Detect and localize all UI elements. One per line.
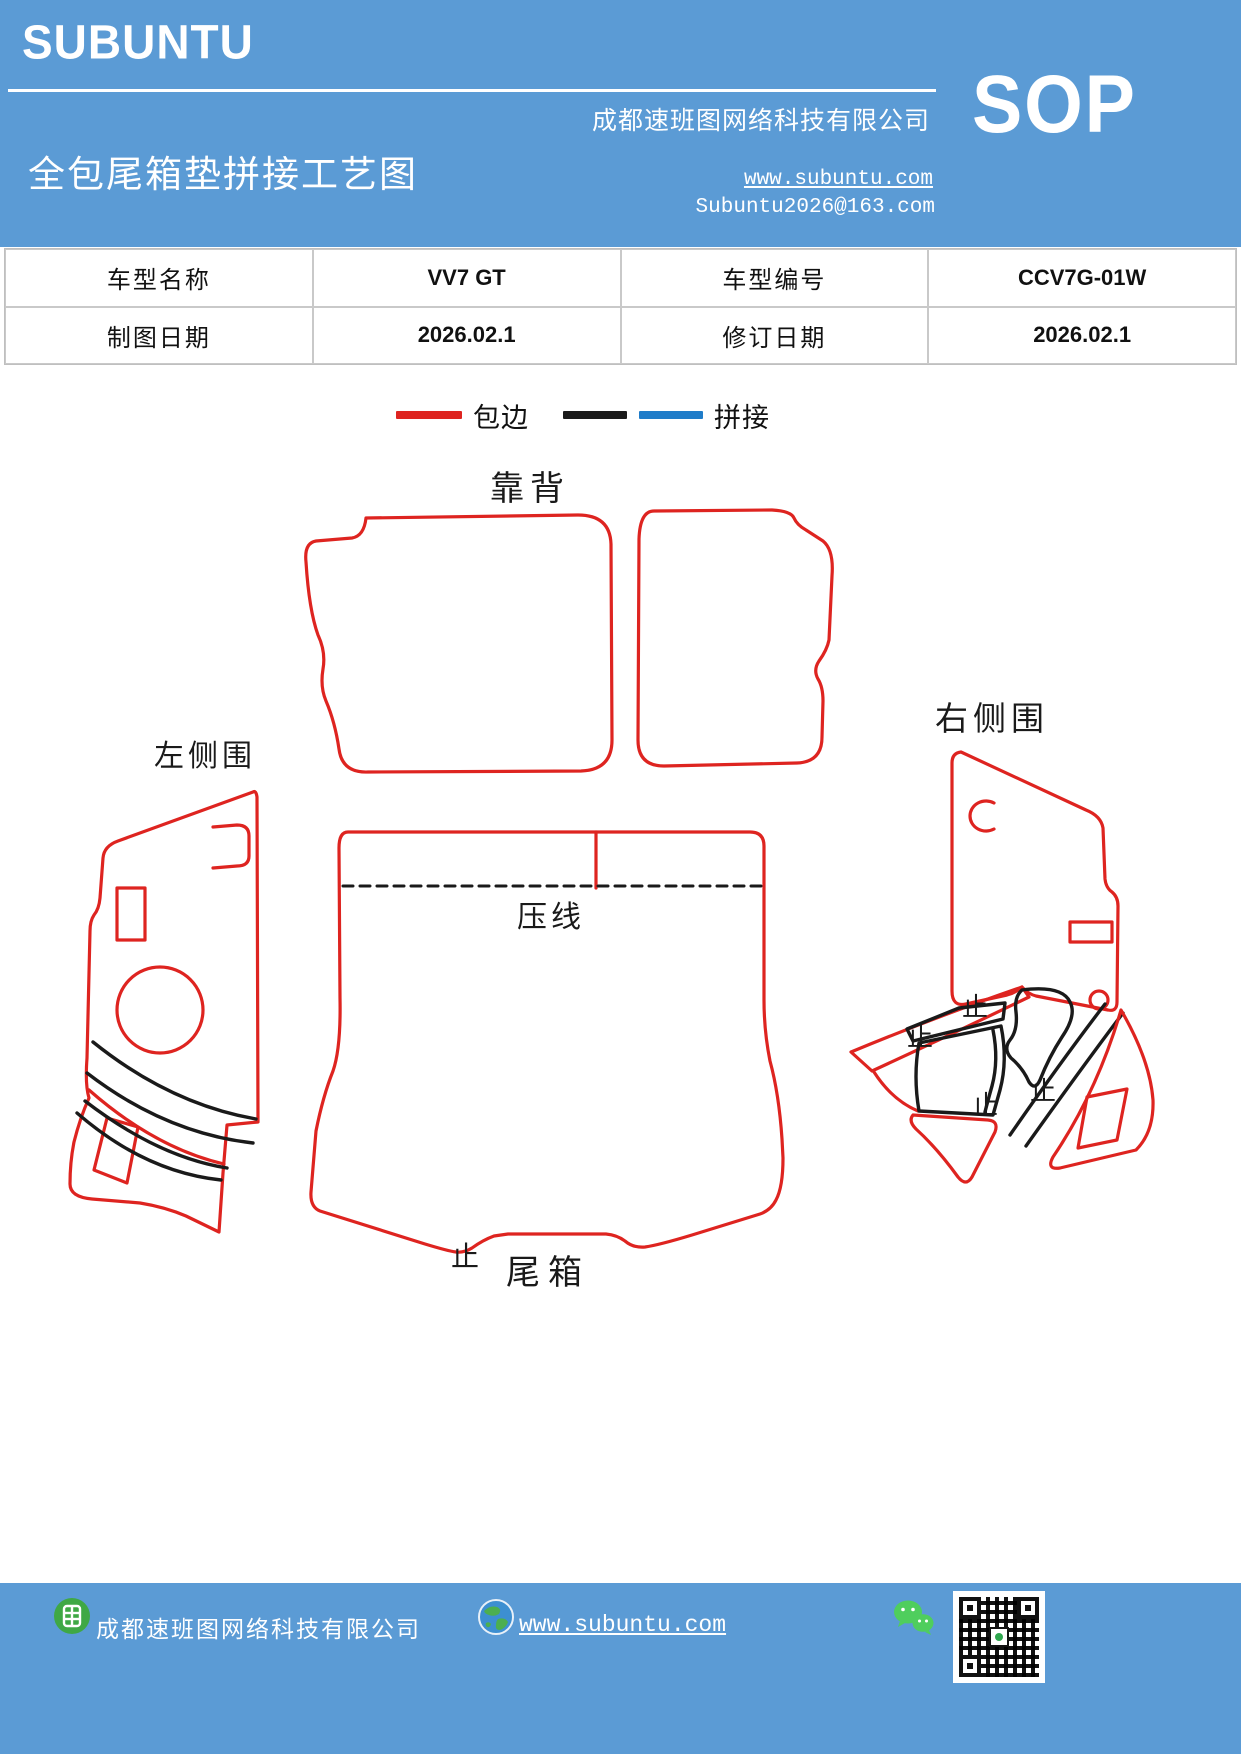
company-name: 成都速班图网络科技有限公司 — [591, 108, 930, 135]
header: SUBUNTU 全包尾箱垫拼接工艺图 成都速班图网络科技有限公司 SOP www… — [0, 0, 1241, 247]
splice-black-swatch — [563, 411, 627, 419]
right-splice-comma — [1005, 987, 1074, 1088]
stitching-diagram: 靠背 左侧围 压线 右侧围 — [68, 470, 1155, 1292]
edge-legend-label: 包边 — [473, 402, 529, 433]
left-side-panel-outline — [68, 789, 260, 1234]
draw-date-value: 2026.02.1 — [312, 306, 621, 364]
qr-center-logo — [989, 1627, 1009, 1647]
right-splice-quad-lower — [914, 1024, 1006, 1117]
qr-pattern — [959, 1597, 1039, 1677]
backrest-label: 靠背 — [490, 470, 570, 508]
right-bottom-wedge — [1049, 1008, 1155, 1170]
qr-code — [953, 1591, 1045, 1683]
right-underband-red — [872, 1070, 920, 1113]
qr-finder-top-right — [1017, 1597, 1039, 1619]
qr-finder-bottom-left — [959, 1655, 981, 1677]
model-code-label: 车型编号 — [620, 249, 929, 307]
draw-date-label: 制图日期 — [5, 306, 313, 364]
right-side-rect-hole — [1068, 920, 1114, 944]
revision-date-value: 2026.02.1 — [928, 306, 1236, 364]
left-side-label: 左侧围 — [154, 740, 256, 773]
right-bottom-wedge-hole — [1076, 1087, 1129, 1150]
qr-finder-top-left — [959, 1597, 981, 1619]
stop-mark: 止 — [451, 1241, 479, 1272]
website-link[interactable]: www.subuntu.com — [743, 168, 933, 191]
brand-logo: SUBUNTU — [22, 15, 254, 70]
trunk-outline — [309, 830, 785, 1254]
model-name-label: 车型名称 — [5, 249, 313, 307]
trunk-label: 尾箱 — [506, 1254, 590, 1292]
left-side-circle-hole — [115, 965, 205, 1055]
left-side-c-notch — [211, 823, 251, 870]
press-line-label: 压线 — [517, 901, 585, 934]
splice-blue-swatch — [639, 411, 703, 419]
right-splice-quad-upper — [905, 1001, 1007, 1043]
right-side-circle-hole — [1088, 989, 1110, 1011]
sop-label: SOP — [972, 59, 1137, 150]
stop-mark: 止 — [1030, 1076, 1056, 1106]
stop-mark: 止 — [907, 1022, 933, 1052]
right-long-band-line-2 — [1024, 1011, 1125, 1148]
footer-website-link[interactable]: www.subuntu.com — [519, 1612, 727, 1638]
globe-icon — [478, 1599, 514, 1635]
left-splice-line-2 — [85, 1071, 255, 1145]
wechat-icon — [894, 1600, 934, 1635]
model-code-value: CCV7G-01W — [928, 249, 1236, 307]
company-logo-icon — [54, 1598, 90, 1634]
left-splice-line-1 — [91, 1040, 258, 1121]
right-side-c-notch — [968, 799, 996, 833]
left-side-hole-trapezoid — [92, 1116, 140, 1185]
footer-company-name: 成都速班图网络科技有限公司 — [96, 1616, 421, 1642]
right-splice-quad-inner-line — [983, 1028, 998, 1114]
footer: 成都速班图网络科技有限公司 www.subuntu.com — [0, 1583, 1241, 1754]
right-bottom-tail — [909, 1113, 998, 1184]
left-splice-line-3 — [83, 1099, 229, 1170]
vehicle-info-table: 车型名称 VV7 GT 车型编号 CCV7G-01W 制图日期 2026.02.… — [4, 248, 1237, 365]
left-side-rect-hole — [115, 886, 147, 942]
model-name-value: VV7 GT — [312, 249, 621, 307]
right-long-band-line-1 — [1008, 1002, 1107, 1137]
right-side-label: 右侧围 — [935, 700, 1049, 737]
left-side-inner-band — [87, 1088, 226, 1166]
right-side-panel-outline — [950, 750, 1120, 1012]
email-text: Subuntu2026@163.com — [695, 196, 935, 219]
stop-mark: 止 — [972, 1090, 998, 1120]
backrest-left-outline — [304, 513, 614, 774]
splice-legend-label: 拼接 — [714, 402, 770, 433]
legend: 包边 拼接 — [396, 399, 770, 433]
header-divider — [8, 89, 936, 92]
stop-mark: 止 — [962, 992, 988, 1022]
page-title: 全包尾箱垫拼接工艺图 — [28, 154, 418, 195]
edge-line-swatch — [396, 411, 462, 419]
revision-date-label: 修订日期 — [620, 306, 929, 364]
left-splice-line-4 — [75, 1111, 223, 1182]
backrest-right-outline — [636, 508, 834, 768]
